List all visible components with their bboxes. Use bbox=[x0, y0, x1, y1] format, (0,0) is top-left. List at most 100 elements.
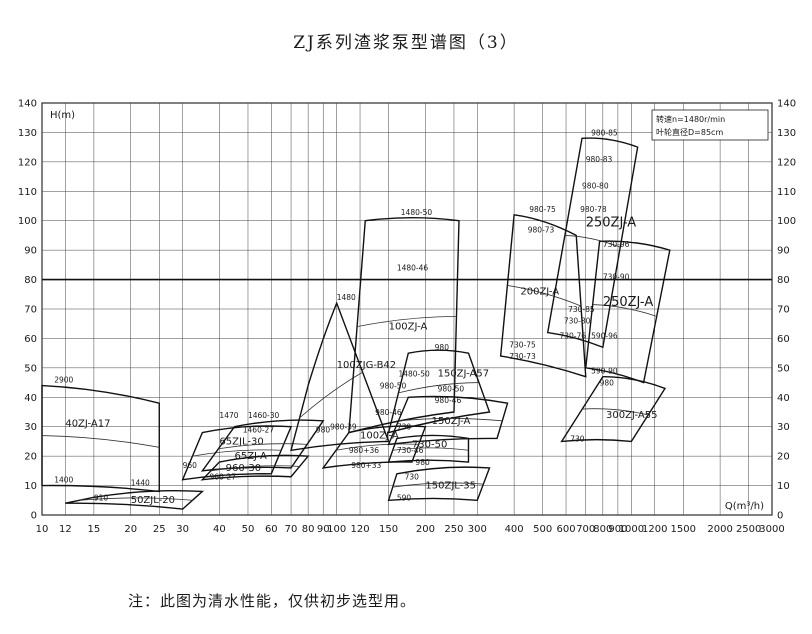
zone-inner-curve bbox=[564, 235, 621, 248]
x-tick-label: 80 bbox=[302, 524, 315, 535]
zone-speed-label: 1400 bbox=[54, 476, 73, 485]
y-tick-label-right: 40 bbox=[777, 393, 790, 404]
pump-zone: 250ZJ-A980-85980-83980-80980-78730-85730… bbox=[546, 128, 639, 349]
zone-outline bbox=[290, 301, 390, 452]
zone-speed-label: 980 bbox=[600, 379, 615, 388]
zone-inner-curve bbox=[218, 443, 308, 450]
zone-speed-label: 730-46 bbox=[397, 446, 424, 455]
zone-model-label: 730-50 bbox=[412, 439, 447, 450]
zone-outline bbox=[387, 395, 509, 446]
zone-speed-label: 730-76 bbox=[559, 331, 586, 340]
zone-outline bbox=[499, 214, 587, 378]
zone-model-label: 50ZJL-20 bbox=[131, 495, 175, 506]
zone-model-label: 150ZJ-A bbox=[432, 416, 471, 427]
zone-inner-curve bbox=[582, 408, 649, 416]
y-tick-label-left: 130 bbox=[18, 128, 37, 139]
zone-model-label: 200ZJ-A bbox=[520, 286, 559, 297]
x-tick-label: 1200 bbox=[642, 524, 667, 535]
y-tick-label-left: 110 bbox=[18, 187, 37, 198]
y-tick-label-right: 10 bbox=[777, 481, 790, 492]
x-tick-label: 100 bbox=[327, 524, 346, 535]
zone-model-label: 250ZJ-A bbox=[586, 216, 636, 231]
zone-speed-label: 980+36 bbox=[349, 446, 379, 455]
x-tick-label: 60 bbox=[265, 524, 278, 535]
zone-inner-curve bbox=[398, 418, 503, 422]
x-tick-label: 15 bbox=[88, 524, 101, 535]
zone-speed-label: 730-90 bbox=[603, 273, 630, 282]
zone-speed-label: 730-85 bbox=[568, 305, 595, 314]
y-tick-label-right: 140 bbox=[777, 99, 796, 110]
zone-outline bbox=[387, 466, 491, 502]
zone-speed-label: 980 bbox=[316, 426, 331, 435]
zone-outline bbox=[560, 375, 667, 443]
x-tick-label: 700 bbox=[576, 524, 595, 535]
x-tick-label: 500 bbox=[533, 524, 552, 535]
zone-inner-curve bbox=[41, 435, 160, 448]
x-tick-label: 120 bbox=[350, 524, 369, 535]
zone-inner-curve bbox=[299, 371, 363, 419]
zone-speed-label: 1480-46 bbox=[397, 264, 429, 273]
y-tick-label-right: 90 bbox=[777, 246, 790, 257]
x-tick-label: 150 bbox=[379, 524, 398, 535]
x-tick-label: 40 bbox=[213, 524, 226, 535]
x-tick-label: 70 bbox=[285, 524, 298, 535]
zone-speed-label: 730-80 bbox=[564, 317, 591, 326]
zone-model-label: 300ZJ-A55 bbox=[606, 410, 657, 421]
y-tick-label-right: 0 bbox=[777, 511, 783, 522]
zones-layer: 40ZJ-A172900140050ZJL-20144091065ZJL-301… bbox=[41, 128, 671, 510]
zone-inner-curve bbox=[392, 447, 469, 451]
y-axis-label: H(m) bbox=[50, 110, 75, 121]
zone-speed-label: 980-83 bbox=[586, 155, 613, 164]
zone-outline bbox=[348, 217, 460, 434]
y-tick-label-left: 0 bbox=[31, 511, 37, 522]
y-tick-label-left: 40 bbox=[24, 393, 37, 404]
zone-speed-label: 730 bbox=[570, 434, 585, 443]
x-tick-label: 2500 bbox=[736, 524, 761, 535]
zone-model-label: 65ZJL-30 bbox=[219, 436, 263, 447]
y-tick-label-left: 20 bbox=[24, 452, 37, 463]
y-tick-label-left: 50 bbox=[24, 363, 37, 374]
zone-inner-curve bbox=[592, 304, 657, 317]
x-tick-label: 800 bbox=[593, 524, 612, 535]
zone-speed-label: 910 bbox=[94, 493, 109, 502]
y-tick-label-left: 60 bbox=[24, 334, 37, 345]
zone-speed-label: 980 bbox=[435, 343, 450, 352]
zone-speed-label: 590 bbox=[397, 493, 412, 502]
y-tick-label-right: 20 bbox=[777, 452, 790, 463]
zone-inner-curve bbox=[79, 497, 193, 501]
zone-model-label: 960-30 bbox=[226, 463, 261, 474]
zone-model-label: 40ZJ-A17 bbox=[65, 419, 110, 430]
y-tick-label-left: 70 bbox=[24, 305, 37, 316]
zone-speed-label: 730-73 bbox=[509, 352, 536, 361]
pump-zone: 300ZJ-A55 980 730 bbox=[560, 375, 667, 443]
zone-speed-label: 730 bbox=[405, 473, 420, 482]
x-tick-label: 1000 bbox=[619, 524, 644, 535]
y-tick-label-right: 120 bbox=[777, 157, 796, 168]
zone-speed-label: 730 bbox=[397, 423, 412, 432]
zone-speed-label: 960-27 bbox=[209, 473, 236, 482]
zone-speed-label: 980+33 bbox=[351, 461, 381, 470]
y-tick-label-left: 30 bbox=[24, 422, 37, 433]
zone-speed-label: 980-75 bbox=[529, 205, 556, 214]
zone-outline bbox=[387, 349, 491, 434]
zone-model-label: 100ZJ-A bbox=[360, 430, 399, 441]
zone-speed-label: 590-90 bbox=[591, 367, 618, 376]
y-tick-label-left: 90 bbox=[24, 246, 37, 257]
x-tick-label: 1500 bbox=[671, 524, 696, 535]
zone-speed-label: 730-96 bbox=[603, 240, 630, 249]
zone-speed-label: 980-46 bbox=[435, 396, 462, 405]
y-tick-label-left: 140 bbox=[18, 99, 37, 110]
zone-inner-curve bbox=[392, 482, 484, 488]
zone-inner-curve bbox=[356, 315, 457, 328]
x-tick-label: 20 bbox=[124, 524, 137, 535]
zone-speed-label: 2900 bbox=[54, 376, 73, 385]
zone-speed-label: 980-78 bbox=[580, 205, 607, 214]
zone-inner-curve bbox=[398, 382, 479, 394]
zone-model-label: 150ZJL-35 bbox=[425, 481, 476, 492]
zone-model-label: 100ZJ-A bbox=[389, 322, 428, 333]
zone-speed-label: 1480 bbox=[337, 293, 356, 302]
